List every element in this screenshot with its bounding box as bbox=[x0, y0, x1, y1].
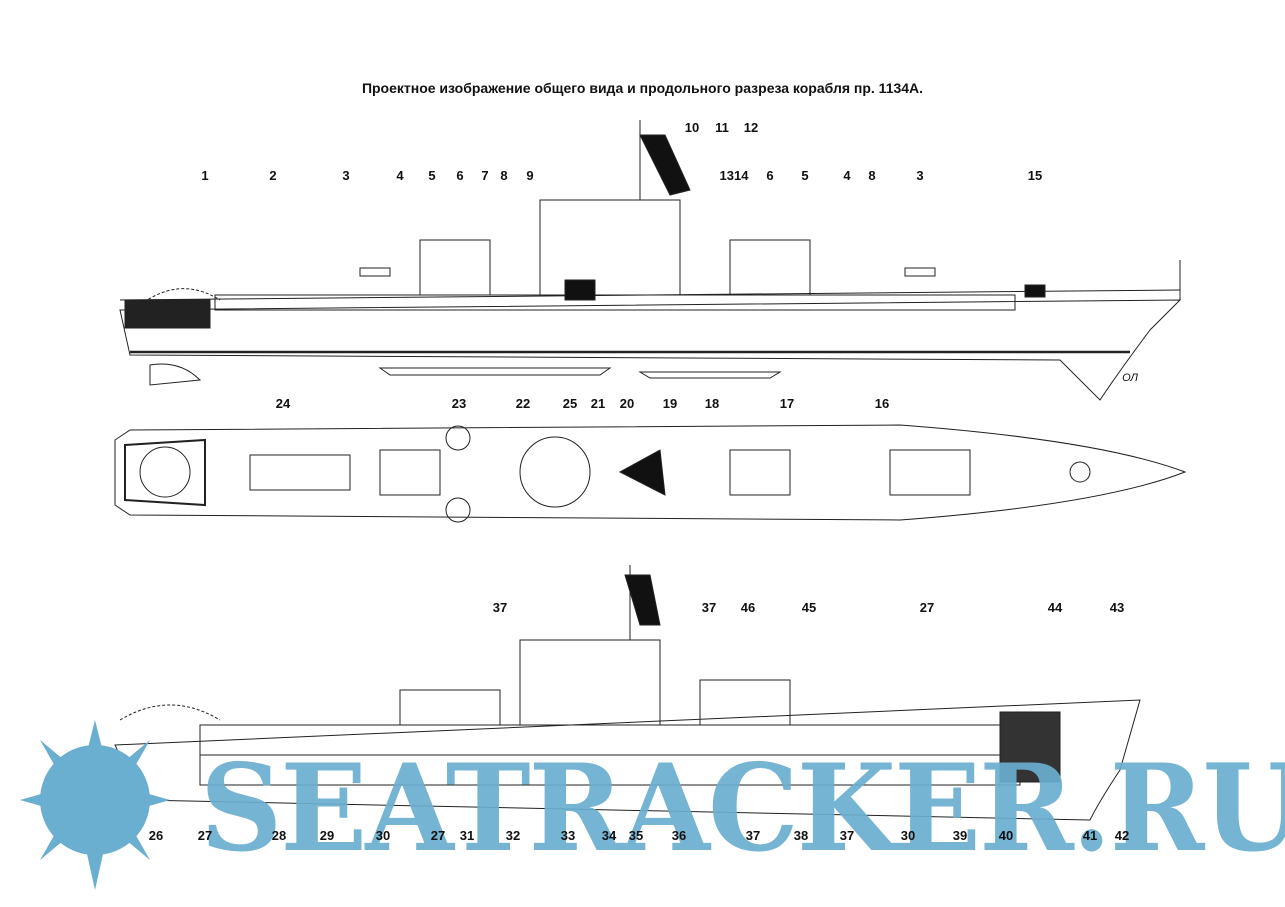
callout-label: 12 bbox=[743, 120, 759, 135]
callout-label: 3 bbox=[342, 168, 350, 183]
callout-label: 16 bbox=[874, 396, 890, 411]
watermark-text: SEATRACKER.RU bbox=[200, 738, 1285, 879]
drawing-title: Проектное изображение общего вида и прод… bbox=[361, 80, 924, 96]
callout-label: 21 bbox=[590, 396, 606, 411]
watermark-sun-icon bbox=[20, 720, 170, 890]
callout-label: 3 bbox=[916, 168, 924, 183]
callout-label: 44 bbox=[1047, 600, 1063, 615]
callout-label: 4 bbox=[396, 168, 404, 183]
callout-label: 15 bbox=[1027, 168, 1043, 183]
callout-label: 33 bbox=[560, 828, 576, 843]
callout-label: 25 bbox=[562, 396, 578, 411]
callout-label: 41 bbox=[1082, 828, 1098, 843]
callout-label: 1 bbox=[201, 168, 209, 183]
callout-label: 36 bbox=[671, 828, 687, 843]
callout-label: 22 bbox=[515, 396, 531, 411]
callout-label: 27 bbox=[919, 600, 935, 615]
callout-label: 9 bbox=[526, 168, 534, 183]
callout-label: 24 bbox=[275, 396, 291, 411]
plan-view-ship bbox=[114, 424, 1187, 523]
callout-label: 35 bbox=[628, 828, 644, 843]
waterline-label: ОЛ bbox=[1122, 372, 1138, 384]
callout-label: 37 bbox=[745, 828, 761, 843]
callout-label: 6 bbox=[766, 168, 774, 183]
callout-label: 8 bbox=[868, 168, 876, 183]
callout-label: 10 bbox=[684, 120, 700, 135]
callout-label: 39 bbox=[952, 828, 968, 843]
callout-label: 8 bbox=[500, 168, 508, 183]
callout-label: 27 bbox=[430, 828, 446, 843]
callout-label: 40 bbox=[998, 828, 1014, 843]
callout-label: 11 bbox=[715, 120, 729, 135]
callout-label: 4 bbox=[843, 168, 851, 183]
callout-label: 31 bbox=[459, 828, 475, 843]
callout-label: 30 bbox=[375, 828, 391, 843]
callout-label: 2 bbox=[269, 168, 277, 183]
callout-label: 37 bbox=[701, 600, 717, 615]
callout-label: 29 bbox=[319, 828, 335, 843]
section-view-ship bbox=[114, 565, 1141, 821]
callout-label: 45 bbox=[801, 600, 817, 615]
callout-label: 23 bbox=[451, 396, 467, 411]
callout-label: 5 bbox=[801, 168, 809, 183]
callout-label: 38 bbox=[793, 828, 809, 843]
callout-label: 30 bbox=[900, 828, 916, 843]
callout-label: 46 bbox=[740, 600, 756, 615]
callout-label: 32 bbox=[505, 828, 521, 843]
callout-label: 34 bbox=[601, 828, 617, 843]
side-view-ship bbox=[119, 120, 1182, 401]
callout-label: 26 bbox=[148, 828, 164, 843]
callout-label: 17 bbox=[779, 396, 795, 411]
callout-label: 43 bbox=[1109, 600, 1125, 615]
callout-label: 28 bbox=[271, 828, 287, 843]
callout-label: 20 bbox=[619, 396, 635, 411]
callout-label: 27 bbox=[197, 828, 213, 843]
callout-label: 18 bbox=[704, 396, 720, 411]
callout-label: 19 bbox=[662, 396, 678, 411]
callout-label: 37 bbox=[492, 600, 508, 615]
callout-label: 37 bbox=[839, 828, 855, 843]
callout-label: 7 bbox=[481, 168, 489, 183]
callout-label: 6 bbox=[456, 168, 464, 183]
callout-label: 1314 bbox=[719, 168, 749, 183]
callout-label: 5 bbox=[428, 168, 436, 183]
callout-label: 42 bbox=[1114, 828, 1130, 843]
